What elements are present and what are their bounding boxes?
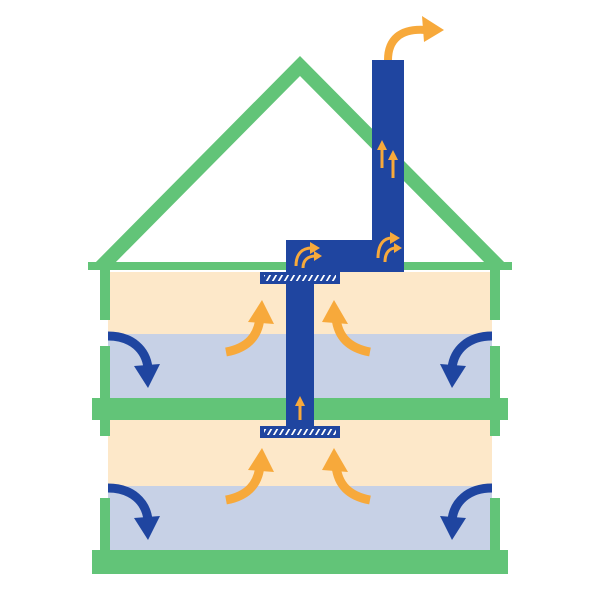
exhaust-duct-icon [286,60,404,428]
curved-down-arrow-icon [107,331,493,521]
cool-arrow-heads [134,364,466,540]
warm-arrow-heads [248,300,348,472]
roof [88,56,512,270]
ground-floor-slab [92,550,508,574]
ceiling-vent-icon [260,272,340,438]
lower-floor-cool-band [108,486,492,550]
exhaust-out-arrow-icon [384,16,444,61]
duct-flow-arrows [294,140,402,420]
house-walls [100,268,500,550]
